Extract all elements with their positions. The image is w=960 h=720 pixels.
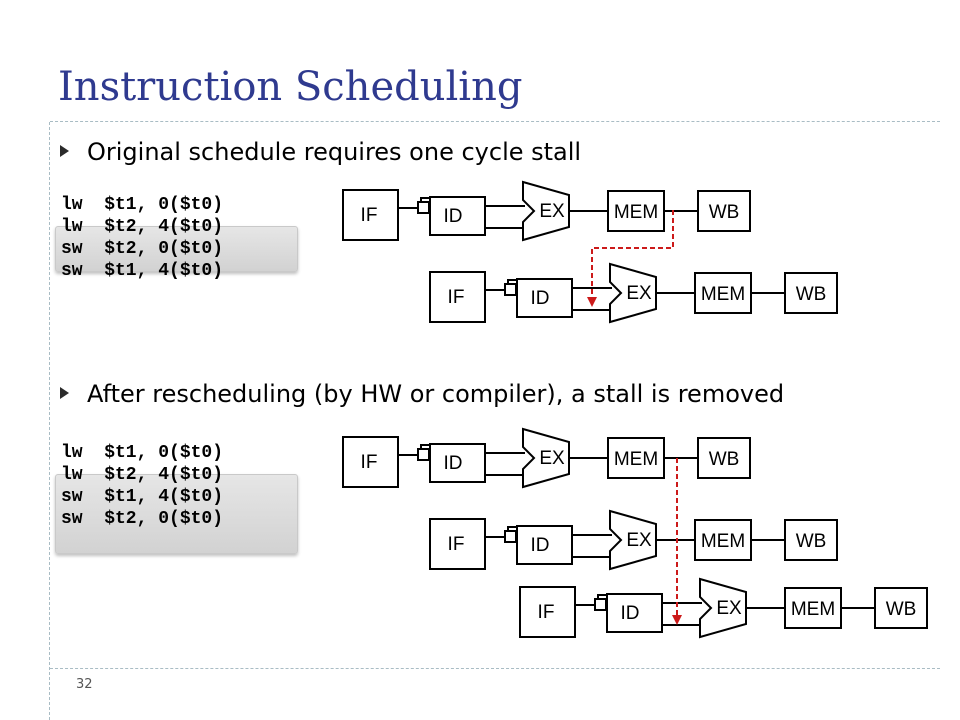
pipeline-row: IF ID EX MEM WB bbox=[519, 577, 928, 639]
stage-if-label: IF bbox=[448, 534, 465, 555]
code-line: lw $t2, 4($t0) bbox=[61, 217, 224, 237]
stage-mem-box bbox=[607, 190, 665, 232]
stage-id-label: ID bbox=[621, 603, 640, 624]
bullet-2-text: After rescheduling (by HW or compiler), … bbox=[87, 380, 785, 408]
code-original: lw $t1, 0($t0) lw $t2, 4($t0) sw $t2, 0(… bbox=[53, 194, 223, 282]
slide-title: Instruction Scheduling bbox=[58, 64, 523, 110]
stage-mem-label: MEM bbox=[614, 449, 658, 470]
pipeline-row: IF ID EX MEM WB bbox=[342, 427, 751, 489]
stage-wb-box bbox=[784, 519, 838, 561]
code-line: sw $t1, 4($t0) bbox=[61, 487, 224, 507]
stage-mem-box bbox=[607, 437, 665, 479]
stage-mem-label: MEM bbox=[701, 284, 745, 305]
stage-if-label: IF bbox=[538, 602, 555, 623]
stage-id-box bbox=[516, 525, 573, 565]
code-line: lw $t1, 0($t0) bbox=[61, 195, 224, 215]
stage-mem-label: MEM bbox=[614, 202, 658, 223]
forwarding-arrows bbox=[587, 210, 682, 625]
bullet-arrow-icon bbox=[60, 145, 69, 157]
footer-rule bbox=[50, 668, 940, 669]
code-line: lw $t2, 4($t0) bbox=[61, 465, 224, 485]
latch-icon bbox=[417, 448, 430, 461]
page-number: 32 bbox=[76, 677, 93, 692]
pipeline-row: IF ID EX MEM WB bbox=[429, 262, 838, 324]
pipelines: IF ID EX MEM WB IF ID EX MEM WB IF ID EX MEM WB IF ID EX M… bbox=[342, 180, 928, 639]
latch-icon bbox=[504, 283, 517, 296]
stage-wb-label: WB bbox=[796, 284, 827, 305]
alu-icon bbox=[699, 577, 747, 639]
stage-wb-box bbox=[784, 272, 838, 314]
stage-if-box bbox=[429, 518, 486, 570]
stage-id-label: ID bbox=[531, 288, 550, 309]
stage-id-box bbox=[429, 196, 486, 236]
stage-mem-label: MEM bbox=[701, 531, 745, 552]
alu-icon bbox=[522, 427, 570, 489]
latch-icon bbox=[504, 530, 517, 543]
code-line: sw $t2, 0($t0) bbox=[61, 239, 224, 259]
stage-if-box bbox=[519, 586, 576, 638]
stage-ex-label: EX bbox=[716, 598, 742, 619]
stage-wb-label: WB bbox=[886, 599, 917, 620]
pipeline-row: IF ID EX MEM WB bbox=[342, 180, 751, 242]
bullet-1-text: Original schedule requires one cycle sta… bbox=[87, 138, 582, 166]
stage-id-label: ID bbox=[444, 206, 463, 227]
stage-ex-label: EX bbox=[626, 283, 652, 304]
stage-if-label: IF bbox=[361, 452, 378, 473]
stage-wb-label: WB bbox=[796, 531, 827, 552]
stage-wb-label: WB bbox=[709, 449, 740, 470]
title-rule bbox=[50, 121, 940, 122]
stage-if-box bbox=[342, 189, 399, 241]
stage-if-box bbox=[342, 436, 399, 488]
stage-id-label: ID bbox=[444, 453, 463, 474]
stage-mem-box bbox=[784, 587, 842, 629]
stage-id-box bbox=[429, 443, 486, 483]
stage-if-label: IF bbox=[361, 205, 378, 226]
code-highlight bbox=[55, 474, 298, 554]
stage-if-label: IF bbox=[448, 287, 465, 308]
bullet-2: After rescheduling (by HW or compiler), … bbox=[60, 380, 784, 408]
code-line: lw $t1, 0($t0) bbox=[61, 443, 224, 463]
bullet-arrow-icon bbox=[60, 387, 69, 399]
latch-icon bbox=[594, 598, 607, 611]
latch-icon bbox=[417, 201, 430, 214]
code-line: sw $t2, 0($t0) bbox=[61, 509, 224, 529]
left-rule bbox=[49, 122, 50, 720]
alu-icon bbox=[522, 180, 570, 242]
stage-wb-box bbox=[874, 587, 928, 629]
stage-id-box bbox=[516, 278, 573, 318]
forwarding-arrow bbox=[587, 210, 674, 307]
stage-id-label: ID bbox=[531, 535, 550, 556]
stage-ex-label: EX bbox=[626, 530, 652, 551]
alu-icon bbox=[609, 262, 657, 324]
stage-id-box bbox=[606, 593, 663, 633]
stage-ex-label: EX bbox=[539, 201, 565, 222]
stage-wb-box bbox=[697, 190, 751, 232]
code-rescheduled: lw $t1, 0($t0) lw $t2, 4($t0) sw $t1, 4(… bbox=[53, 442, 223, 530]
stage-wb-label: WB bbox=[709, 202, 740, 223]
code-highlight bbox=[55, 226, 298, 272]
alu-icon bbox=[609, 509, 657, 571]
pipeline-row: IF ID EX MEM WB bbox=[429, 509, 838, 571]
stage-mem-label: MEM bbox=[791, 599, 835, 620]
code-line: sw $t1, 4($t0) bbox=[61, 261, 224, 281]
stage-wb-box bbox=[697, 437, 751, 479]
stage-if-box bbox=[429, 271, 486, 323]
stage-ex-label: EX bbox=[539, 448, 565, 469]
bullet-1: Original schedule requires one cycle sta… bbox=[60, 138, 581, 166]
